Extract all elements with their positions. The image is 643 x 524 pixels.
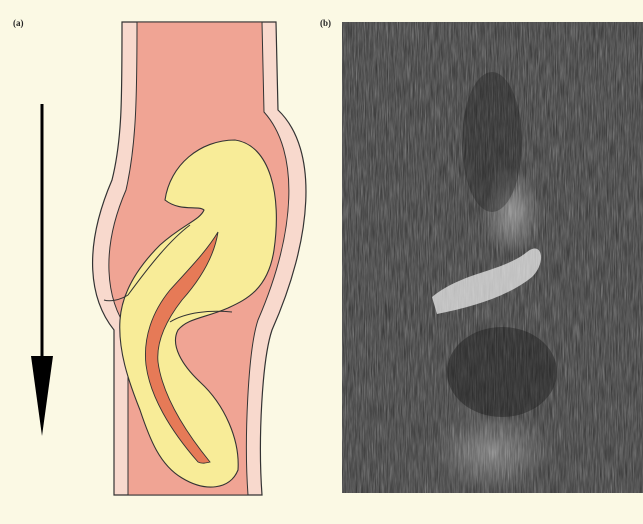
ultrasound-image bbox=[342, 22, 643, 493]
down-arrow-icon bbox=[31, 104, 53, 436]
intussusception-diagram bbox=[0, 0, 340, 524]
